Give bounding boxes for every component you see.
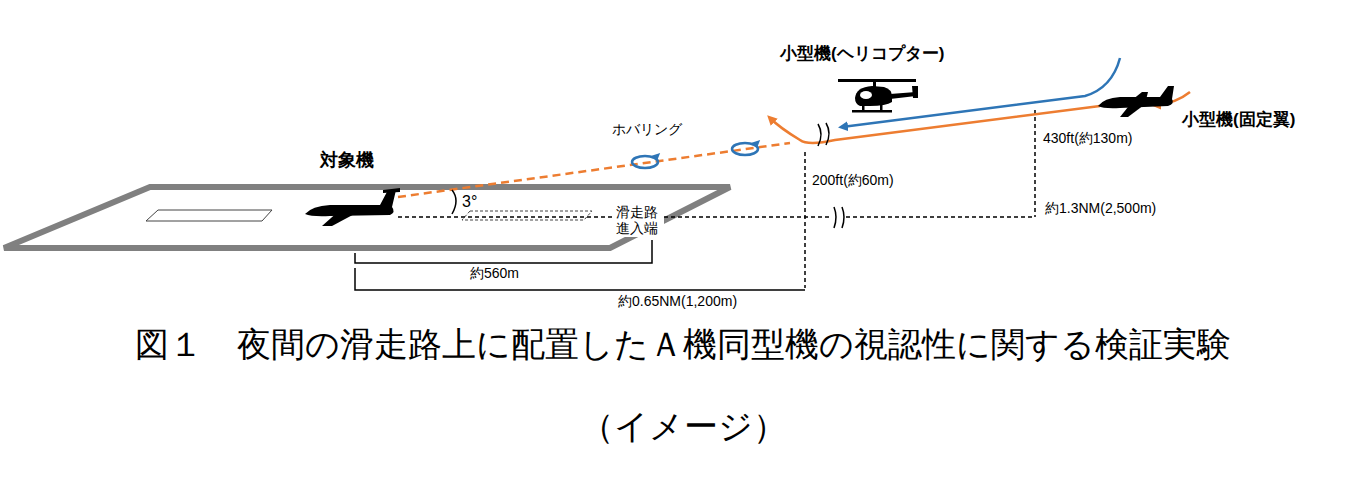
runway-label: 滑走路 進入端 xyxy=(614,203,664,237)
aircraft-label: 対象機 xyxy=(320,150,374,171)
hover-label: ホバリング xyxy=(612,121,682,137)
runway xyxy=(4,187,730,248)
height-line xyxy=(1034,110,1036,217)
dimension-label: 200ft(約60m) xyxy=(812,172,894,188)
aircraft-label: 小型機(ヘリコプター) xyxy=(780,44,944,64)
runway-marking xyxy=(462,211,592,220)
angle-arc xyxy=(452,190,456,214)
angle-label: 3° xyxy=(462,193,477,211)
dimension-bracket xyxy=(355,268,805,290)
dimension-label: 430ft(約130m) xyxy=(1043,130,1132,146)
dimension-label: 約1.3NM(2,500m) xyxy=(1045,200,1156,216)
aircraft-label: 小型機(固定翼) xyxy=(1182,110,1295,130)
helicopter-icon xyxy=(838,79,918,113)
break-mark xyxy=(834,207,844,228)
helicopter-path xyxy=(842,58,1120,127)
baseline xyxy=(846,216,1035,218)
break-mark xyxy=(818,123,829,146)
runway-marking xyxy=(146,210,272,221)
dimension-label: 約0.65NM(1,200m) xyxy=(618,293,737,309)
target-aircraft xyxy=(305,188,400,226)
dimension-label: 約560m xyxy=(470,265,519,281)
dimension-bracket xyxy=(355,240,652,263)
approach-line xyxy=(398,143,790,197)
figure-caption: 図１ 夜間の滑走路上に配置したＡ機同型機の視認性に関する検証実験 （イメージ） xyxy=(83,304,1283,468)
fixed-wing-icon xyxy=(1098,86,1174,117)
hover-mark xyxy=(632,142,758,168)
height-line xyxy=(804,152,806,288)
